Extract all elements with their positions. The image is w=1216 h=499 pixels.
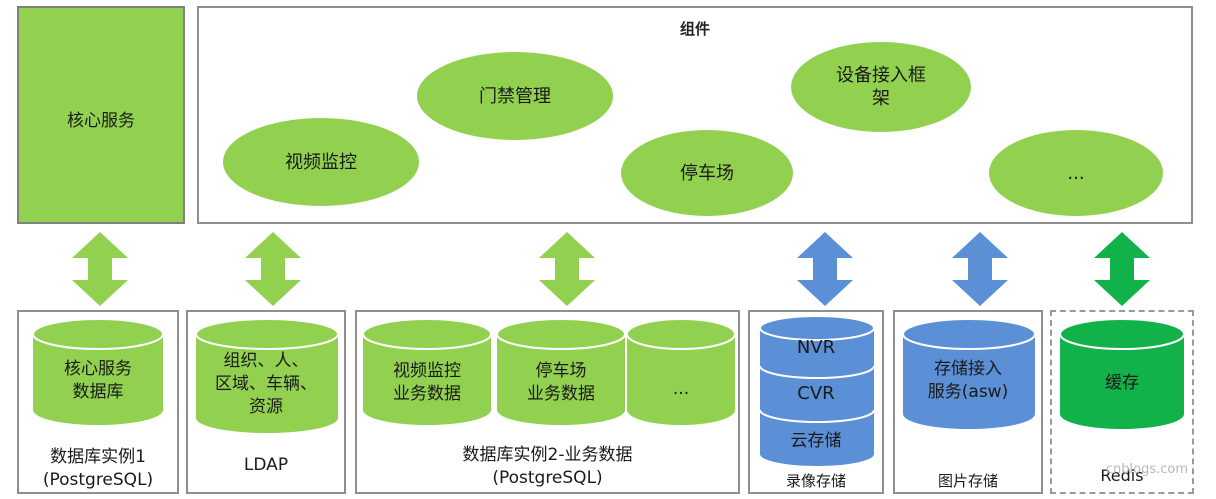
stack-label-cloud: 云存储 [790,431,842,451]
box-label: Redis [1100,466,1144,485]
cache-cylinder-icon [1059,318,1185,429]
video-storage-box: NVR CVR 云存储 录像存储 [748,310,884,494]
ldap-box: 组织、人、 区域、车辆、 资源 LDAP [186,310,346,494]
cylinder-label: ... [672,379,690,399]
box-label: 数据库实例1 (PostgreSQL) [42,447,154,490]
cylinder-label: 存储接入 服务(asw) [927,359,1009,402]
component-label: 停车场 [680,162,734,184]
core-service-block: 核心服务 [17,6,185,224]
database-cylinder-icon [626,318,736,425]
core-service-label: 核心服务 [67,111,135,131]
database-cylinder-icon [496,318,626,425]
cylinder-label: 核心服务 数据库 [64,359,132,402]
component-label: 视频监控 [285,151,357,173]
db-instance-1-box: 核心服务 数据库 数据库实例1 (PostgreSQL) [17,310,179,494]
image-storage-box: 存储接入 服务(asw) 图片存储 [893,310,1043,494]
database-cylinder-icon [195,318,339,433]
box-label: 图片存储 [937,472,998,490]
components-title: 组件 [679,20,710,38]
double-arrow-icon [952,232,1008,306]
db-instance-2-box: 视频监控 业务数据 停车场 业务数据 ... 数据库实例2-业务数据 (Post… [355,310,740,494]
cylinder-label: 停车场 业务数据 [527,361,595,404]
database-cylinder-icon [902,318,1036,429]
component-label: 门禁管理 [479,85,551,107]
database-cylinder-icon [362,318,492,425]
double-arrow-icon [797,232,853,306]
box-label: 录像存储 [785,472,846,490]
database-cylinder-icon [32,318,164,425]
cylinder-label: 组织、人、 区域、车辆、 资源 [215,351,317,417]
double-arrow-icon [539,232,595,306]
component-access-control: 门禁管理 [417,52,613,140]
redis-box: 缓存 Redis [1050,310,1194,494]
cylinder-label: 缓存 [1105,373,1139,393]
component-label: 设备接入框 架 [836,65,926,109]
watermark-text: cnblogs.com [1105,462,1188,477]
box-label: 数据库实例2-业务数据 (PostgreSQL) [462,445,633,488]
double-arrow-icon [245,232,301,306]
stack-label-cvr: CVR [797,383,835,404]
stack-label-nvr: NVR [796,337,836,358]
component-more: ... [989,130,1163,216]
component-video-surveillance: 视频监控 [223,118,419,206]
component-device-access-framework: 设备接入框 架 [791,42,971,132]
cylinder-label: 视频监控 业务数据 [393,361,461,404]
double-arrow-icon [1094,232,1150,306]
components-frame: 组件 视频监控 门禁管理 停车场 设备接入框 架 ... [197,6,1193,224]
double-arrow-icon [72,232,128,306]
component-parking: 停车场 [621,130,793,216]
storage-stack-icon [759,315,875,466]
box-label: LDAP [243,455,289,475]
component-label: ... [1067,162,1085,184]
